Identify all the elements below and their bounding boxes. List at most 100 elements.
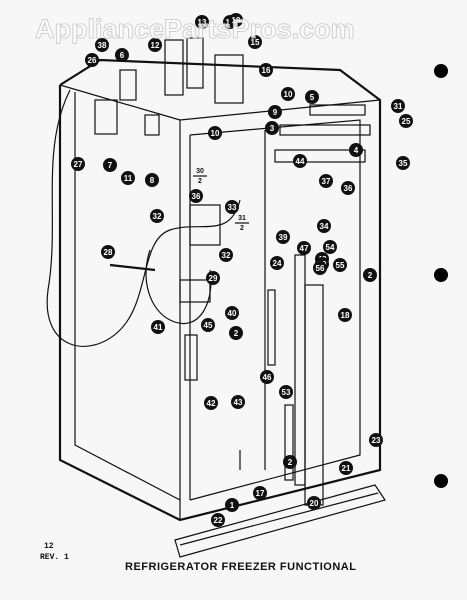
callout-number: 18 — [341, 311, 350, 320]
callout-number: 45 — [204, 321, 213, 330]
callout-number: 20 — [310, 499, 319, 508]
callout-42: 42 — [204, 396, 218, 410]
callout-number: 32 — [222, 251, 231, 260]
callout-layer: 1222345678910101112131415161718192021222… — [71, 13, 413, 527]
callout-9: 9 — [268, 105, 282, 119]
callout-10: 10 — [208, 126, 222, 140]
callout-number: 6 — [120, 51, 125, 60]
callout-41: 41 — [151, 320, 165, 334]
callout-number: 54 — [326, 243, 335, 252]
callout-number: 13 — [198, 18, 207, 27]
fraction-numerator: 31 — [238, 215, 246, 222]
wiring-harness-lower — [145, 249, 212, 325]
callout-47: 47 — [297, 241, 311, 255]
callout-number: 7 — [108, 161, 113, 170]
wiring-harness — [46, 89, 241, 347]
callout-1: 1 — [225, 498, 239, 512]
callout-32: 32 — [150, 209, 164, 223]
callout-36: 36 — [341, 181, 355, 195]
callout-number: 10 — [284, 90, 293, 99]
callout-19: 19 — [229, 13, 243, 27]
callout-number: 23 — [372, 436, 381, 445]
drive-shaft — [109, 263, 156, 272]
callout-number: 2 — [368, 271, 373, 280]
revision-label: REV. 1 — [40, 553, 69, 562]
fraction-label-31-2: 31 2 — [235, 215, 249, 232]
callout-32: 32 — [219, 248, 233, 262]
callout-number: 2 — [234, 329, 239, 338]
callout-43: 43 — [231, 395, 245, 409]
control-housing-assembly — [94, 37, 244, 136]
callout-number: 53 — [282, 388, 291, 397]
callout-15: 15 — [248, 35, 262, 49]
callout-number: 43 — [234, 398, 243, 407]
callout-number: 36 — [344, 184, 353, 193]
callout-number: 2 — [288, 458, 293, 467]
callout-2: 2 — [363, 268, 377, 282]
fraction-numerator: 30 — [196, 168, 204, 175]
diagram-title: REFRIGERATOR FREEZER FUNCTIONAL — [125, 561, 356, 573]
callout-28: 28 — [101, 245, 115, 259]
callout-55: 55 — [333, 258, 347, 272]
callout-25: 25 — [399, 114, 413, 128]
callout-45: 45 — [201, 318, 215, 332]
callout-22: 22 — [211, 513, 225, 527]
callout-number: 35 — [399, 159, 408, 168]
callout-11: 11 — [121, 171, 135, 185]
callout-3: 3 — [265, 121, 279, 135]
fraction-label-30-2: 30 2 — [193, 168, 207, 185]
callout-4: 4 — [349, 143, 363, 157]
callout-number: 37 — [322, 177, 331, 186]
callout-23: 23 — [369, 433, 383, 447]
callout-number: 21 — [342, 464, 351, 473]
callout-24: 24 — [270, 256, 284, 270]
callout-number: 25 — [402, 117, 411, 126]
callout-number: 11 — [124, 174, 133, 183]
callout-39: 39 — [276, 230, 290, 244]
callout-number: 55 — [336, 261, 345, 270]
fraction-denominator: 2 — [198, 178, 202, 185]
registration-dot-top — [434, 64, 448, 78]
callout-35: 35 — [396, 156, 410, 170]
callout-18: 18 — [338, 308, 352, 322]
callout-13: 13 — [195, 15, 209, 29]
callout-26: 26 — [85, 53, 99, 67]
fraction-denominator: 2 — [240, 225, 244, 232]
callout-38: 38 — [95, 38, 109, 52]
callout-number: 46 — [263, 373, 272, 382]
callout-number: 8 — [150, 176, 155, 185]
callout-31: 31 — [391, 99, 405, 113]
callout-number: 22 — [214, 516, 223, 525]
callout-number: 28 — [104, 248, 113, 257]
callout-number: 19 — [232, 16, 241, 25]
callout-36: 36 — [189, 189, 203, 203]
registration-dot-middle — [434, 268, 448, 282]
callout-number: 3 — [270, 124, 275, 133]
callout-number: 42 — [207, 399, 216, 408]
callout-29: 29 — [206, 271, 220, 285]
callout-number: 26 — [88, 56, 97, 65]
callout-37: 37 — [319, 174, 333, 188]
callout-56: 56 — [313, 261, 327, 275]
callout-40: 40 — [225, 306, 239, 320]
watermark: AppliancePartsPros.com — [35, 14, 355, 44]
callout-number: 34 — [320, 222, 329, 231]
callout-number: 27 — [74, 160, 83, 169]
callout-2: 2 — [229, 326, 243, 340]
callout-number: 9 — [273, 108, 278, 117]
callout-33: 33 — [225, 200, 239, 214]
callout-12: 12 — [148, 38, 162, 52]
callout-number: 16 — [262, 66, 271, 75]
rails-and-channels — [179, 104, 371, 506]
registration-dot-bottom — [434, 474, 448, 488]
callout-21: 21 — [339, 461, 353, 475]
callout-16: 16 — [259, 63, 273, 77]
callout-34: 34 — [317, 219, 331, 233]
callout-number: 5 — [310, 93, 315, 102]
callout-54: 54 — [323, 240, 337, 254]
callout-44: 44 — [293, 154, 307, 168]
callout-number: 4 — [354, 146, 359, 155]
callout-number: 41 — [154, 323, 163, 332]
